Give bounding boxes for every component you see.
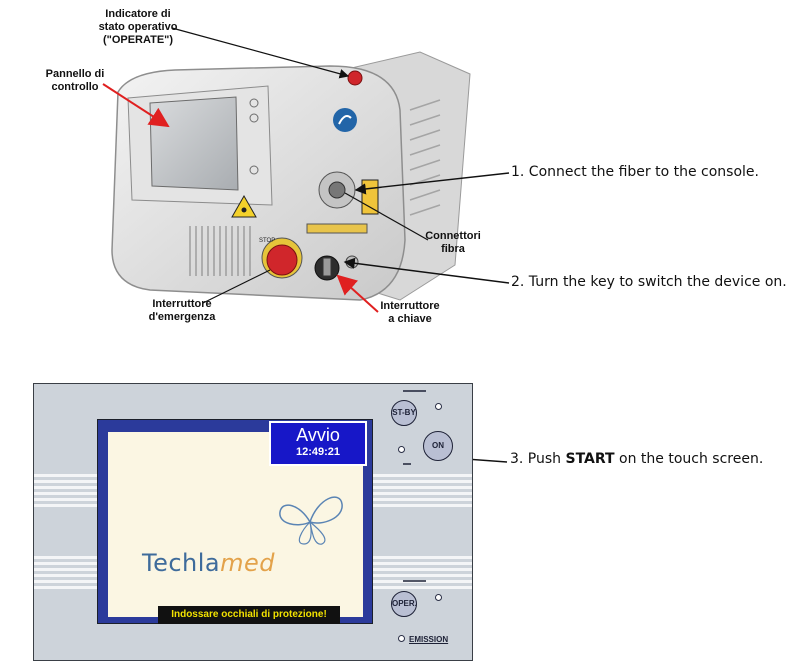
step-3-prefix: 3. Push xyxy=(510,451,566,467)
step-3-suffix: on the touch screen. xyxy=(614,451,764,467)
techlamed-logo: Techlamed xyxy=(142,549,275,577)
status-indicator-callout: Indicatore di stato operativo ("OPERATE"… xyxy=(98,8,178,46)
step-3-text: 3. Push START on the touch screen. xyxy=(510,451,763,467)
control-panel-screen xyxy=(149,96,239,191)
key-side-socket xyxy=(345,255,359,269)
step-1-text: 1. Connect the fiber to the console. xyxy=(511,164,759,180)
start-button[interactable]: Avvio 12:49:21 xyxy=(269,421,367,466)
laser-warning-icon xyxy=(231,194,257,218)
console-panel: Techlamed Indossare occhiali di protezio… xyxy=(33,383,473,661)
emergency-switch-callout: Interruttore d'emergenza xyxy=(148,298,216,323)
on-button[interactable]: ON xyxy=(423,431,453,461)
emergency-stop-button xyxy=(266,244,298,276)
operate-indicator-light xyxy=(347,70,363,86)
key xyxy=(322,257,332,277)
emission-led xyxy=(398,635,405,642)
laser-warning-dot xyxy=(241,207,247,213)
operate-led xyxy=(435,594,442,601)
device-illustration: STOP xyxy=(111,51,471,301)
control-panel-callout: Pannello di controllo xyxy=(45,68,105,93)
emission-label: EMISSION xyxy=(409,635,449,644)
button-bracket-lines xyxy=(403,390,426,582)
clock-time: 12:49:21 xyxy=(295,446,341,458)
step-3-start-word: START xyxy=(565,451,615,467)
standby-led xyxy=(435,403,442,410)
brand-logo-mark xyxy=(338,115,352,125)
panel-button-icon xyxy=(249,165,259,175)
fiber-connectors-callout: Connettori fibra xyxy=(425,230,481,255)
brand-logo-badge xyxy=(333,108,357,132)
brand-part-2: med xyxy=(220,549,276,577)
operate-button[interactable]: OPER. xyxy=(391,591,417,617)
on-led xyxy=(398,446,405,453)
protection-glasses-warning: Indossare occhiali di protezione! xyxy=(158,606,340,624)
stop-label: STOP xyxy=(259,238,275,244)
key-switch-callout: Interruttore a chiave xyxy=(380,300,440,325)
step-2-text: 2. Turn the key to switch the device on. xyxy=(511,274,787,290)
fiber-connector-port xyxy=(328,181,346,199)
butterfly-logo-icon xyxy=(279,496,343,545)
panel-button-icon xyxy=(249,113,259,123)
brand-part-1: Techla xyxy=(142,549,221,577)
start-button-label: Avvio xyxy=(296,425,340,445)
info-label-sticker xyxy=(306,223,368,234)
connector-label-sticker xyxy=(361,179,379,215)
standby-button[interactable]: ST-BY xyxy=(391,400,417,426)
panel-button-icon xyxy=(249,98,259,108)
front-vent-grille xyxy=(189,226,251,276)
